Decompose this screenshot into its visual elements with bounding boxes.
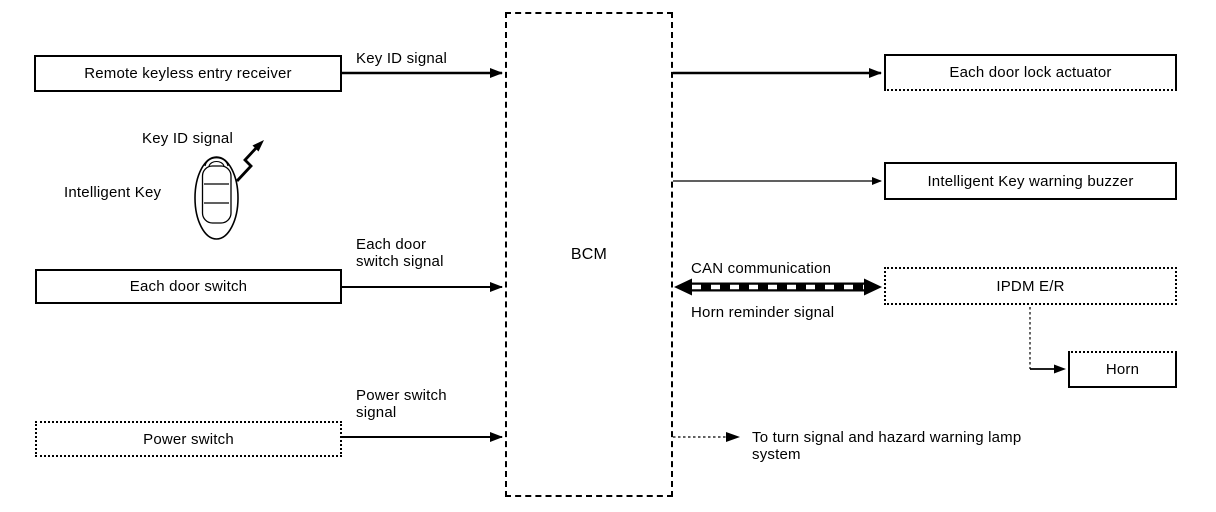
intelligent-key-icon: [194, 156, 239, 240]
label-line: switch signal: [356, 253, 444, 270]
node-each-door-switch: Each door switch: [35, 269, 342, 304]
can-communication-arrow: [674, 278, 882, 296]
label-line: To turn signal and hazard warning lamp: [752, 429, 1022, 446]
label-line: signal: [356, 404, 397, 421]
label-each-door-switch-signal: Each door switch signal: [356, 236, 444, 270]
label-key-id-signal-fob: Key ID signal: [142, 130, 233, 147]
label-key-id-signal: Key ID signal: [356, 50, 447, 67]
label-line: Each door: [356, 236, 427, 253]
key-signal-zigzag-icon: [235, 140, 264, 182]
label-to-turn-signal-system: To turn signal and hazard warning lamp s…: [752, 429, 1021, 463]
ipdm-to-horn-connector: [1029, 307, 1066, 374]
label-can-communication: CAN communication: [691, 260, 832, 277]
label-line: system: [752, 446, 801, 463]
node-horn: Horn: [1068, 351, 1177, 388]
label-power-switch-signal: Power switch signal: [356, 387, 447, 421]
label-horn-reminder-signal: Horn reminder signal: [691, 304, 835, 321]
label-intelligent-key: Intelligent Key: [64, 184, 162, 201]
node-remote-keyless-entry-receiver: Remote keyless entry receiver: [34, 55, 342, 92]
node-ipdm-er: IPDM E/R: [884, 267, 1177, 305]
label-line: Power switch: [356, 387, 447, 404]
node-intelligent-key-warning-buzzer: Intelligent Key warning buzzer: [884, 162, 1177, 200]
node-bcm: BCM: [505, 12, 673, 497]
turn-signal-system-arrow: [673, 432, 740, 442]
node-power-switch: Power switch: [35, 421, 342, 457]
node-each-door-lock-actuator: Each door lock actuator: [884, 54, 1177, 91]
